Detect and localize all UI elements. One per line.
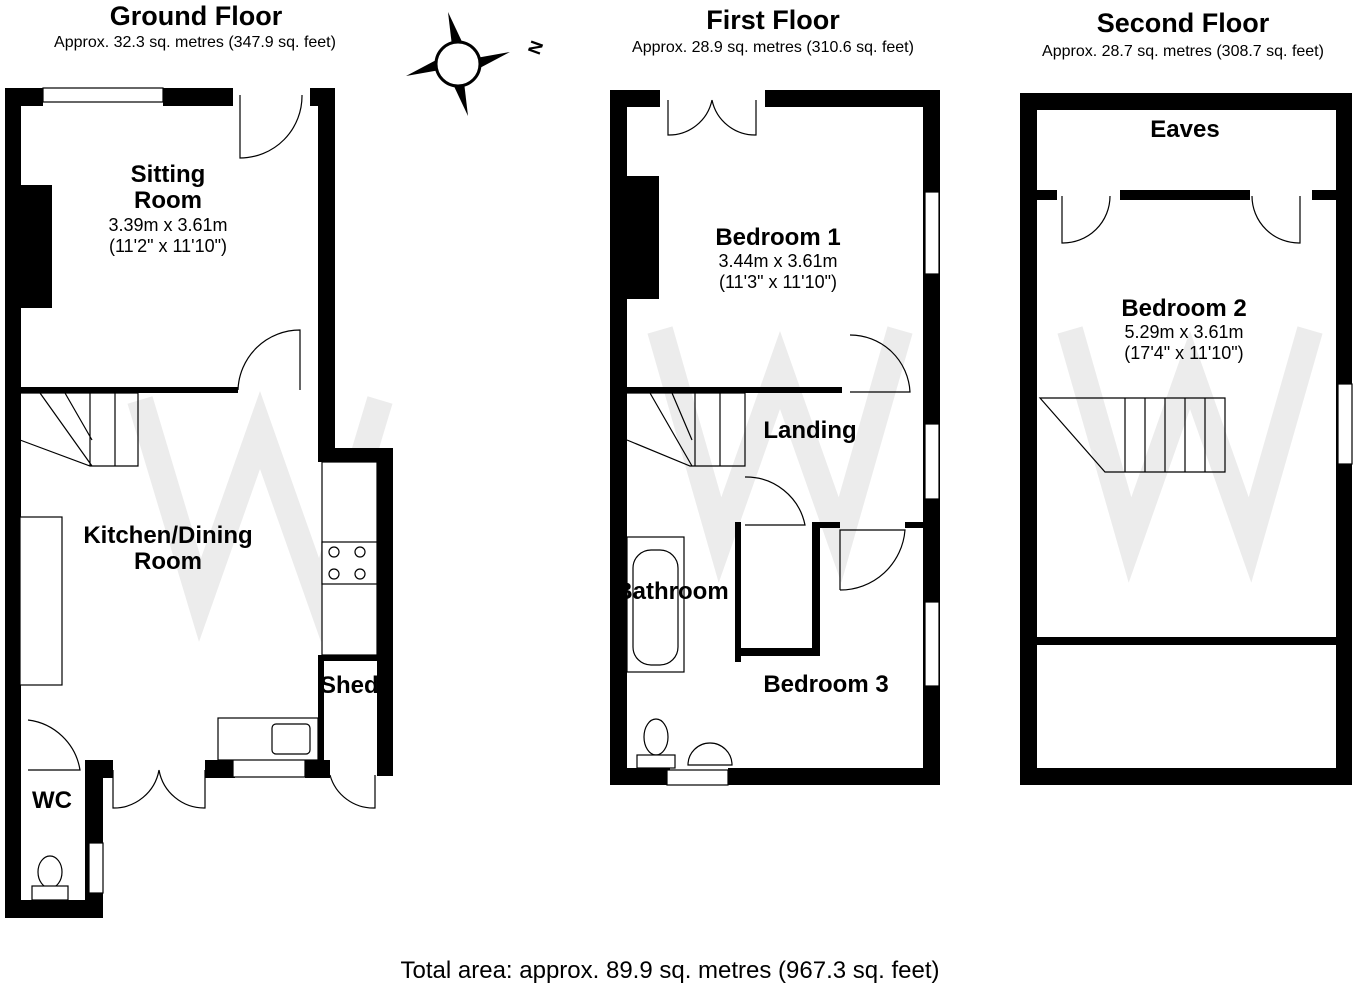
second-floor-title: Second Floor: [1096, 8, 1270, 38]
bedroom-2-metric: 5.29m x 3.61m: [1124, 322, 1244, 342]
wall: [318, 387, 320, 393]
bedroom-2-imperial: (17'4" x 11'10"): [1124, 343, 1244, 363]
wall: [20, 387, 238, 393]
wall: [1120, 190, 1250, 200]
wall: [318, 655, 378, 661]
wall: [1020, 768, 1352, 785]
kitchen-label: Kitchen/Dining Room: [83, 522, 253, 576]
window: [924, 423, 940, 500]
sitting-room-label: Sitting Room: [130, 161, 206, 215]
bedroom-1-imperial: (11'3" x 11'10"): [718, 272, 838, 292]
bathroom-label: Bathroom: [615, 579, 729, 605]
staircase: [1038, 397, 1226, 473]
ground-floor-area: Approx. 32.3 sq. metres (347.9 sq. feet): [54, 34, 336, 51]
total-area: Total area: approx. 89.9 sq. metres (967…: [400, 957, 940, 984]
first-floor-area: Approx. 28.9 sq. metres (310.6 sq. feet): [632, 39, 914, 56]
door-swing: [329, 774, 376, 809]
wall: [305, 760, 330, 778]
bedroom-2-label: Bedroom 2: [1121, 295, 1247, 322]
compass-icon: [406, 12, 510, 116]
wall: [205, 760, 235, 778]
hob-ring: [328, 568, 340, 580]
wall: [318, 448, 393, 462]
wall: [163, 88, 233, 106]
shed-label: Shed: [320, 673, 378, 699]
window: [666, 769, 729, 786]
bedroom-1-label: Bedroom 1: [715, 224, 841, 251]
door-swing: [239, 94, 303, 159]
door-swing: [27, 719, 81, 771]
toilet-cistern: [31, 885, 69, 901]
wall: [627, 387, 842, 393]
door-swing: [237, 329, 301, 391]
wall: [377, 448, 393, 776]
wall: [20, 185, 52, 308]
wall: [318, 655, 324, 775]
wc-label: WC: [32, 787, 72, 814]
wall: [735, 648, 820, 656]
wall: [765, 90, 940, 107]
wall: [85, 760, 103, 918]
window: [232, 758, 306, 778]
second-floor-area: Approx. 28.7 sq. metres (308.7 sq. feet): [1042, 43, 1324, 60]
wall: [1312, 190, 1336, 200]
wall: [5, 88, 21, 918]
wall: [735, 522, 741, 662]
landing-label: Landing: [763, 417, 857, 444]
worktop: [19, 516, 63, 686]
wall: [610, 90, 627, 785]
wall: [610, 768, 670, 785]
window: [924, 601, 940, 687]
wall: [820, 522, 840, 528]
staircase: [626, 392, 746, 467]
toilet-cistern: [636, 754, 676, 769]
wall: [318, 88, 335, 460]
toilet: [37, 855, 63, 889]
hob-ring: [354, 546, 366, 558]
hob-ring: [354, 568, 366, 580]
watermark: [127, 326, 1323, 642]
wall: [812, 522, 820, 656]
wall: [728, 768, 940, 785]
wall: [627, 176, 659, 299]
door-swing: [849, 334, 911, 393]
hob-ring: [328, 546, 340, 558]
bedroom-3-label: Bedroom 3: [763, 671, 889, 698]
sitting-room-metric: 3.39m x 3.61m: [108, 215, 228, 235]
wall: [905, 522, 923, 528]
door-swing: [112, 769, 206, 809]
bath-tub: [632, 549, 679, 666]
door-swing: [744, 476, 806, 526]
door-swing: [667, 99, 757, 136]
window: [42, 87, 164, 103]
wall: [5, 900, 103, 918]
door-swing: [839, 529, 906, 591]
sitting-room-imperial: (11'2" x 11'10"): [108, 236, 228, 256]
sink: [271, 723, 311, 755]
toilet: [643, 718, 669, 756]
wall: [1037, 637, 1336, 645]
staircase: [19, 392, 139, 467]
window: [924, 191, 940, 275]
basin: [687, 742, 733, 766]
fixtures: [19, 87, 1353, 901]
wall: [1020, 93, 1352, 110]
eaves-label: Eaves: [1150, 116, 1220, 143]
wall: [1037, 190, 1057, 200]
wall: [1020, 93, 1037, 785]
ground-floor-title: Ground Floor: [109, 1, 283, 31]
bedroom-1-metric: 3.44m x 3.61m: [718, 251, 838, 271]
first-floor-title: First Floor: [706, 5, 840, 35]
window: [1337, 383, 1353, 465]
door-swing: [1061, 195, 1301, 244]
window: [88, 842, 104, 894]
